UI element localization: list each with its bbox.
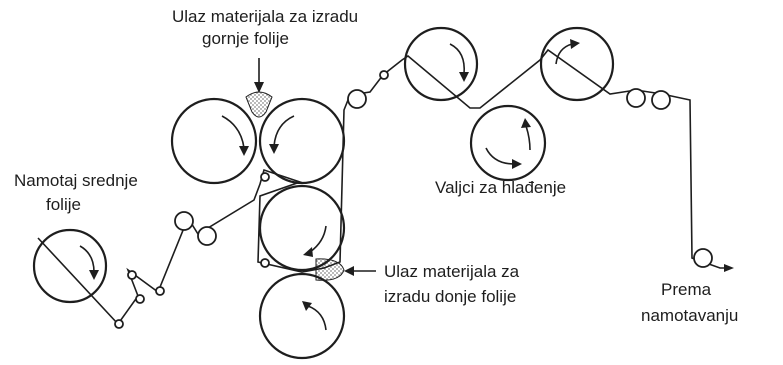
output-arrowhead-icon — [724, 264, 734, 272]
rotation-arrow-icon — [221, 115, 245, 149]
guide-roller — [260, 172, 270, 182]
unwind-label-line2: folije — [46, 195, 81, 214]
guide-roller — [135, 294, 145, 304]
bottom-input-label-line2: izradu donje folije — [384, 287, 516, 306]
rotation-arrow-icon — [449, 43, 466, 75]
guide-roller — [127, 270, 137, 280]
guide-roller — [693, 248, 713, 268]
cooling-roll-3 — [539, 26, 615, 102]
unwind-roll — [32, 228, 108, 304]
output-label-line1: Prema — [661, 280, 712, 299]
guide-roller — [260, 258, 270, 268]
arrowhead-icon — [570, 39, 580, 49]
top-material-deposit — [245, 91, 273, 118]
arrowhead-icon — [254, 82, 264, 93]
laminating-roll-bottom — [258, 272, 346, 360]
guide-roller — [379, 70, 389, 80]
arrowhead-icon — [239, 146, 249, 156]
guide-roller — [174, 211, 194, 231]
rotation-arrow-icon — [79, 245, 95, 273]
guide-roller — [197, 226, 217, 246]
rotation-arrow-icon — [309, 225, 327, 253]
coating-roll-left — [170, 97, 258, 185]
rotation-arrow-icon — [273, 115, 295, 147]
rotation-arrow-icon — [307, 305, 327, 331]
guide-roller — [347, 89, 367, 109]
arrowhead-icon — [344, 266, 354, 276]
arrowhead-icon — [89, 270, 99, 280]
arrowhead-icon — [459, 72, 469, 82]
unwind-label-line1: Namotaj srednje — [14, 171, 138, 190]
guide-roller — [114, 319, 124, 329]
arrowhead-icon — [269, 144, 279, 154]
cooling-rolls-label: Valjci za hlađenje — [435, 178, 566, 197]
arrowhead-icon — [303, 247, 313, 257]
arrowhead-icon — [521, 118, 531, 128]
cooling-roll-1 — [403, 26, 479, 102]
guide-roller — [155, 286, 165, 296]
film-web-path — [37, 48, 728, 326]
top-input-label-line2: gornje folije — [202, 29, 289, 48]
bottom-input-label-line1: Ulaz materijala za — [384, 262, 520, 281]
guide-roller — [626, 88, 646, 108]
rotation-arrow-icon — [555, 43, 573, 65]
top-input-label-line1: Ulaz materijala za izradu — [172, 7, 358, 26]
arrowhead-icon — [512, 159, 522, 169]
guide-roller — [651, 90, 671, 110]
rotation-arrow-icon — [485, 147, 515, 165]
output-label-line2: namotavanju — [641, 306, 738, 325]
rotation-arrow-icon — [525, 125, 531, 151]
arrowhead-icon — [302, 301, 312, 311]
laminating-roll-middle — [258, 184, 346, 272]
coating-roll-right — [258, 97, 346, 185]
cooling-roll-2 — [469, 104, 547, 182]
